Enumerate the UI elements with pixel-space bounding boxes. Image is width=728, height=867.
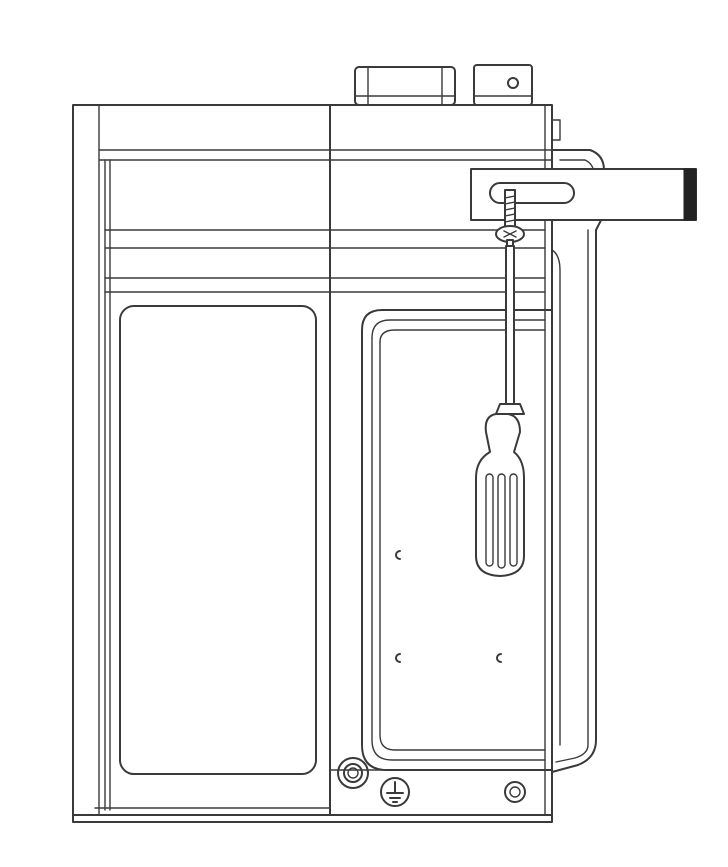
screw-hole-2 (395, 653, 401, 663)
bracket-slot (489, 182, 575, 204)
bracket-screw (495, 189, 525, 243)
top-connector-right (473, 64, 533, 106)
device-housing (72, 104, 561, 823)
housing-side-profile (551, 149, 605, 773)
top-connector-left (354, 66, 456, 106)
cable-gland-left (337, 757, 369, 789)
screw-holes (395, 550, 502, 663)
screw-hole-3 (496, 653, 502, 663)
cable-gland-right (504, 781, 526, 803)
screw-hole-1 (395, 550, 401, 560)
screwdriver (475, 239, 525, 577)
ground-symbol-icon (380, 777, 410, 807)
